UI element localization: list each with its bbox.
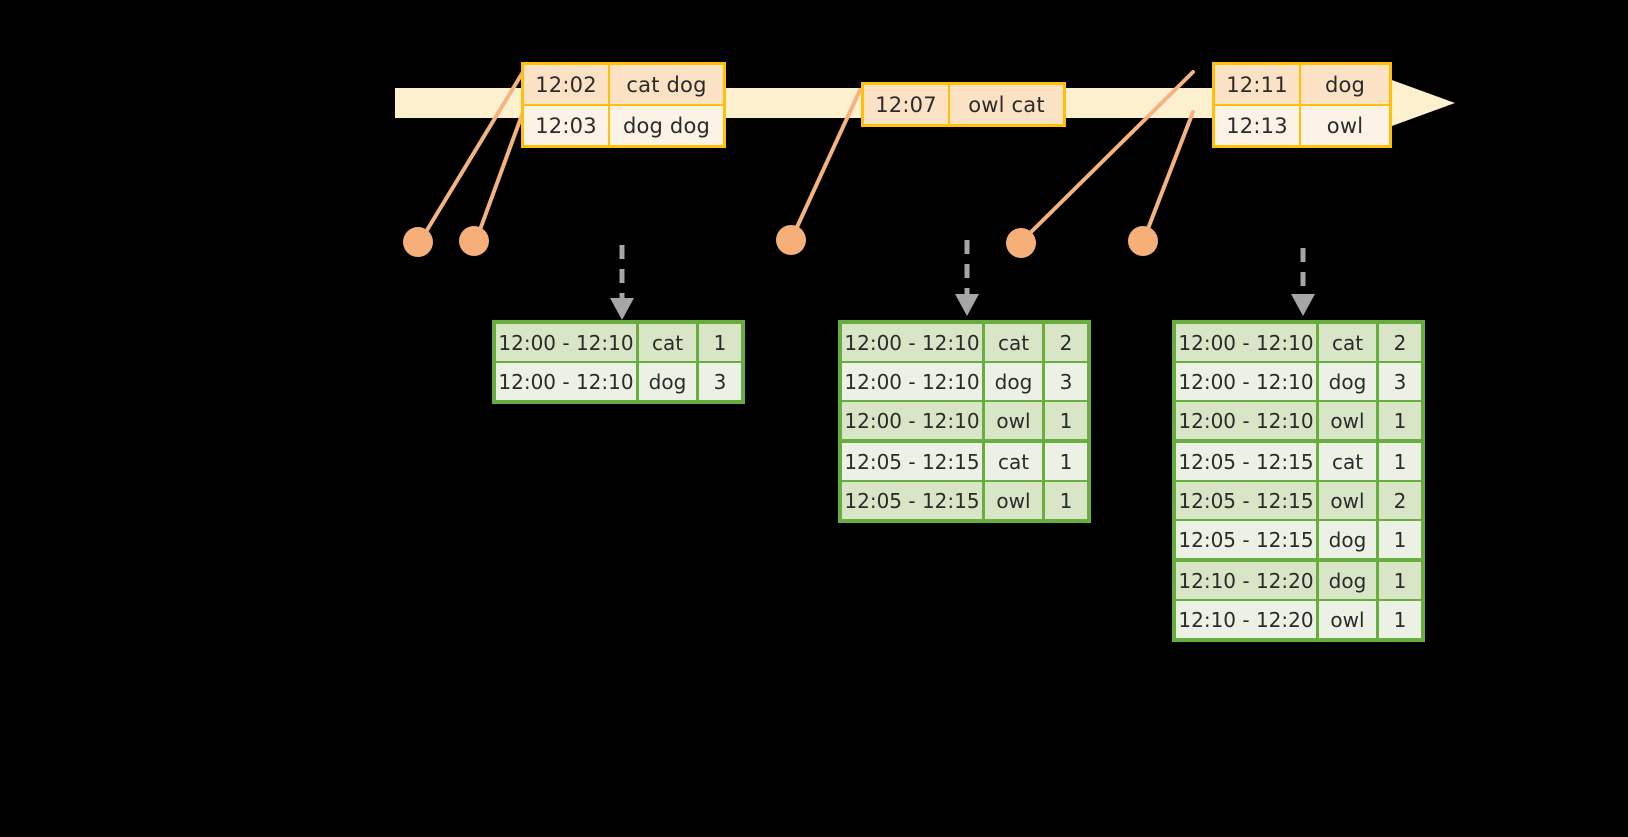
connector-5: [1142, 110, 1195, 241]
key-cell: cat: [985, 443, 1045, 480]
window-cell: 12:10 - 12:20: [1176, 562, 1319, 599]
count-cell: 1: [1379, 562, 1421, 599]
count-cell: 2: [1379, 482, 1421, 519]
key-cell: dog: [1319, 562, 1379, 599]
event-row[interactable]: 12:02 cat dog: [524, 65, 723, 104]
event-time: 12:07: [864, 85, 950, 124]
window-cell: 12:05 - 12:15: [842, 443, 985, 480]
key-cell: cat: [639, 324, 699, 361]
event-time: 12:11: [1215, 65, 1301, 104]
count-cell: 3: [699, 363, 741, 400]
count-cell: 1: [1045, 482, 1087, 519]
event-row[interactable]: 12:07 owl cat: [864, 85, 1063, 124]
event-time: 12:03: [524, 106, 610, 145]
key-cell: dog: [1319, 521, 1379, 558]
emit-arrow-3: [1291, 248, 1315, 316]
event-row[interactable]: 12:13 owl: [1215, 104, 1389, 145]
count-cell: 2: [1379, 324, 1421, 361]
window-cell: 12:05 - 12:15: [1176, 521, 1319, 558]
key-cell: owl: [985, 482, 1045, 519]
window-cell: 12:00 - 12:10: [1176, 324, 1319, 361]
window-cell: 12:05 - 12:15: [1176, 443, 1319, 480]
count-cell: 3: [1379, 363, 1421, 400]
event-dot-5: [1128, 226, 1158, 256]
window-cell: 12:05 - 12:15: [842, 482, 985, 519]
emit-arrow-2: [955, 240, 979, 316]
count-cell: 1: [1379, 521, 1421, 558]
window-cell: 12:00 - 12:10: [842, 363, 985, 400]
emit-arrow-1: [610, 245, 634, 320]
event-box-3[interactable]: 12:11 dog 12:13 owl: [1212, 62, 1392, 148]
count-cell: 3: [1045, 363, 1087, 400]
key-cell: owl: [1319, 601, 1379, 638]
count-cell: 1: [699, 324, 741, 361]
window-cell: 12:10 - 12:20: [1176, 601, 1319, 638]
event-payload: dog: [1301, 65, 1389, 104]
event-box-1[interactable]: 12:02 cat dog 12:03 dog dog: [521, 62, 726, 148]
event-time: 12:13: [1215, 106, 1301, 145]
window-cell: 12:00 - 12:10: [842, 402, 985, 439]
window-cell: 12:00 - 12:10: [1176, 363, 1319, 400]
window-cell: 12:00 - 12:10: [842, 324, 985, 361]
window-cell: 12:00 - 12:10: [496, 363, 639, 400]
emit-arrows: [610, 240, 1315, 320]
window-cell: 12:00 - 12:10: [1176, 402, 1319, 439]
count-cell: 1: [1379, 443, 1421, 480]
window-cell: 12:00 - 12:10: [496, 324, 639, 361]
event-row[interactable]: 12:03 dog dog: [524, 104, 723, 145]
count-cell: 1: [1045, 402, 1087, 439]
event-dots: [403, 225, 1158, 258]
window-cell: 12:05 - 12:15: [1176, 482, 1319, 519]
connector-4: [1020, 70, 1195, 243]
count-cell: 1: [1379, 601, 1421, 638]
key-cell: dog: [1319, 363, 1379, 400]
key-cell: owl: [985, 402, 1045, 439]
count-cell: 1: [1045, 443, 1087, 480]
key-cell: cat: [1319, 443, 1379, 480]
count-cell: 2: [1045, 324, 1087, 361]
key-cell: dog: [639, 363, 699, 400]
event-dot-4: [1006, 228, 1036, 258]
event-payload: cat dog: [610, 65, 723, 104]
count-cell: 1: [1379, 402, 1421, 439]
key-cell: cat: [1319, 324, 1379, 361]
key-cell: owl: [1319, 402, 1379, 439]
event-dot-3: [776, 225, 806, 255]
connector-2: [475, 110, 525, 240]
key-cell: dog: [985, 363, 1045, 400]
key-cell: owl: [1319, 482, 1379, 519]
event-payload: dog dog: [610, 106, 723, 145]
event-time: 12:02: [524, 65, 610, 104]
event-row[interactable]: 12:11 dog: [1215, 65, 1389, 104]
event-connectors: [419, 70, 1195, 243]
event-dot-1: [403, 227, 433, 257]
event-dot-2: [459, 226, 489, 256]
event-payload: owl: [1301, 106, 1389, 145]
connector-3: [790, 88, 862, 240]
event-payload: owl cat: [950, 85, 1063, 124]
connector-1: [419, 70, 525, 242]
event-box-2[interactable]: 12:07 owl cat: [861, 82, 1066, 127]
key-cell: cat: [985, 324, 1045, 361]
